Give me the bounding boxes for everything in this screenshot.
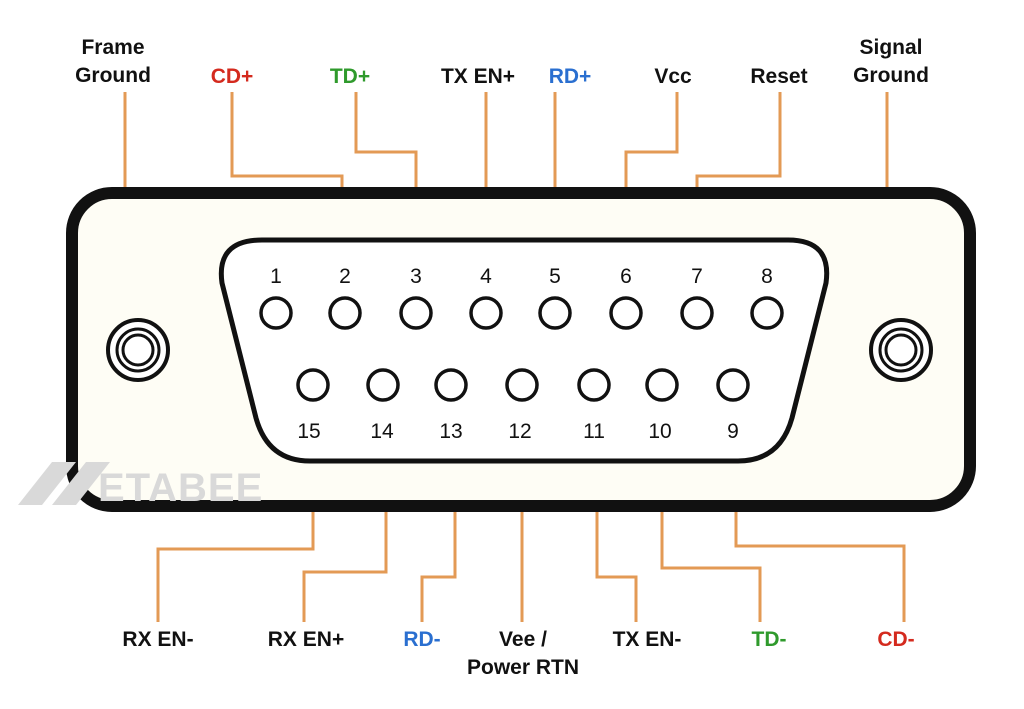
pin-9-number: 9 — [727, 420, 739, 443]
pin-4-label: TX EN+ — [441, 65, 515, 88]
pin-3-socket — [399, 296, 433, 330]
pin-2-number: 2 — [339, 265, 351, 288]
wire-pin-14 — [302, 455, 388, 622]
pin-12-number: 12 — [508, 420, 531, 443]
pin-13-socket — [434, 368, 468, 402]
pin-15-label: RX EN- — [122, 628, 193, 651]
watermark-logo: ETABEE — [18, 462, 263, 510]
pin-9-socket — [716, 368, 750, 402]
pin-12-label: Vee /Power RTN — [467, 628, 579, 679]
pin-14-label: RX EN+ — [268, 628, 344, 651]
pin-3-label: TD+ — [330, 65, 370, 88]
pin-6-socket — [609, 296, 643, 330]
pin-1-number: 1 — [270, 265, 282, 288]
watermark-text: ETABEE — [98, 466, 263, 510]
pin-7-socket — [680, 296, 714, 330]
pin-2-label: CD+ — [211, 65, 254, 88]
pin-6-number: 6 — [620, 265, 632, 288]
pin-15-socket — [296, 368, 330, 402]
pin-10-socket — [645, 368, 679, 402]
pin-3-number: 3 — [410, 265, 422, 288]
wire-pin-11 — [595, 455, 638, 622]
pin-7-number: 7 — [691, 265, 703, 288]
pin-12-socket — [505, 368, 539, 402]
pin-4-number: 4 — [480, 265, 492, 288]
pin-5-socket — [538, 296, 572, 330]
pin-13-label: RD- — [403, 628, 440, 651]
mounting-hole-right — [869, 318, 933, 382]
pin-8-number: 8 — [761, 265, 773, 288]
pin-14-socket — [366, 368, 400, 402]
pin-2-socket — [328, 296, 362, 330]
pin-14-number: 14 — [370, 420, 394, 443]
pin-7-label: Reset — [750, 65, 807, 88]
pin-11-socket — [577, 368, 611, 402]
pin-9-label: CD- — [877, 628, 914, 651]
pin-10-number: 10 — [648, 420, 671, 443]
pin-15-number: 15 — [297, 420, 320, 443]
pin-13-number: 13 — [439, 420, 462, 443]
pin-10-label: TD- — [752, 628, 787, 651]
d-sub-outline — [218, 237, 830, 464]
pin-11-number: 11 — [583, 420, 605, 443]
pin-5-label: RD+ — [549, 65, 592, 88]
wire-pin-13 — [420, 455, 457, 622]
pins — [259, 296, 784, 402]
pin-4-socket — [469, 296, 503, 330]
pin-1-socket — [259, 296, 293, 330]
pin-5-number: 5 — [549, 265, 561, 288]
mounting-hole-left — [106, 318, 170, 382]
pin-11-label: TX EN- — [613, 628, 682, 651]
pin-8-socket — [750, 296, 784, 330]
pin-6-label: Vcc — [654, 65, 692, 88]
